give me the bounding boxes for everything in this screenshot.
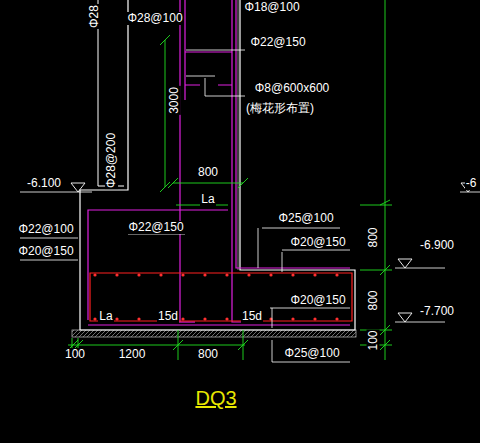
concrete-outline bbox=[80, 0, 355, 330]
rebar-label: Φ18@100 bbox=[243, 1, 300, 14]
rebar-label: 100 bbox=[64, 348, 86, 361]
tie-bars bbox=[185, 52, 232, 85]
rebar-label: Φ25@100 bbox=[283, 347, 340, 360]
dimension-text: Φ28 bbox=[87, 4, 100, 29]
rebar-label: -7.700 bbox=[419, 305, 455, 318]
rebar-label: La bbox=[200, 193, 215, 206]
dimension-text: 3000 bbox=[167, 86, 180, 115]
rebar-label: 15d bbox=[241, 310, 263, 323]
rebar-label: 800 bbox=[197, 166, 219, 179]
drawing-title: DQ3 bbox=[193, 387, 238, 409]
rebar-label: Φ28@100 bbox=[126, 12, 183, 25]
rebar-label: (梅花形布置) bbox=[245, 102, 315, 115]
rebar-label: Φ20@150 bbox=[289, 294, 346, 307]
slab-bars bbox=[90, 273, 352, 321]
rebar-label: 15d bbox=[157, 310, 179, 323]
dimension-lines bbox=[68, 0, 392, 360]
rebar-label: Φ25@100 bbox=[277, 212, 334, 225]
rebar-label: -6 bbox=[465, 177, 478, 190]
rebar-label: Φ22@150 bbox=[249, 36, 306, 49]
dimension-text: 800 bbox=[367, 226, 380, 248]
rebar bbox=[88, 0, 350, 325]
rebar-label: Φ22@150 bbox=[127, 221, 184, 234]
blinding-layer bbox=[72, 330, 356, 337]
rebar-label: Φ20@150 bbox=[17, 245, 74, 258]
rebar-label: Φ8@600x600 bbox=[254, 82, 330, 95]
dimension-text: Φ28@200 bbox=[106, 131, 119, 188]
rebar-label: Φ20@150 bbox=[289, 236, 346, 249]
leader-lines bbox=[20, 50, 480, 362]
rebar-label: Φ22@100 bbox=[17, 223, 74, 236]
dimension-text: 100 bbox=[367, 329, 380, 351]
rebar-label: La bbox=[98, 310, 113, 323]
rebar-label: -6.100 bbox=[26, 177, 62, 190]
rebar-label: -6.900 bbox=[419, 239, 455, 252]
level-marks bbox=[71, 183, 475, 322]
rebar-label: 1200 bbox=[118, 348, 147, 361]
rebar-label: 800 bbox=[197, 348, 219, 361]
dimension-text: 800 bbox=[367, 289, 380, 311]
